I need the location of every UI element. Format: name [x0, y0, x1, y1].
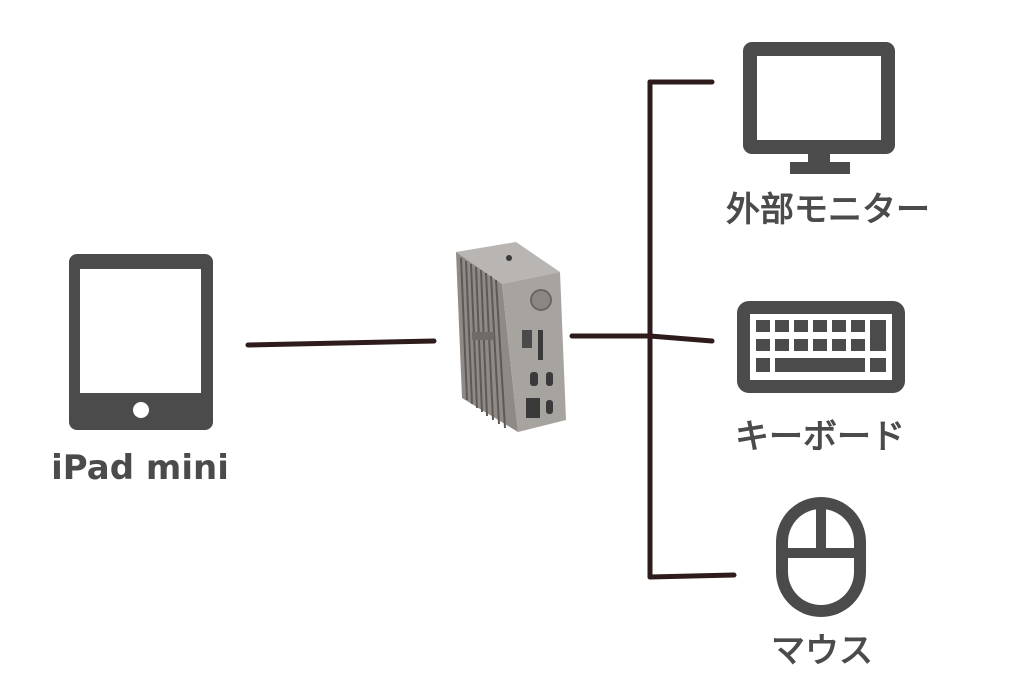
mouse-icon: [776, 497, 866, 617]
connector-lines: [245, 79, 737, 580]
tablet-icon: [69, 254, 213, 430]
bus-to-keyboard-line: [647, 333, 715, 344]
output-label-mouse: マウス: [771, 631, 873, 671]
usb-c-dock-icon: [456, 242, 566, 432]
monitor-icon: [743, 42, 895, 174]
tablet-to-hub-line: [245, 338, 437, 348]
output-label-keyboard: キーボード: [735, 417, 905, 457]
bus-to-mouse-line: [647, 572, 737, 580]
output-label-monitor: 外部モニター: [726, 190, 930, 230]
keyboard-icon: [737, 301, 905, 393]
source-label: iPad mini: [51, 448, 229, 488]
